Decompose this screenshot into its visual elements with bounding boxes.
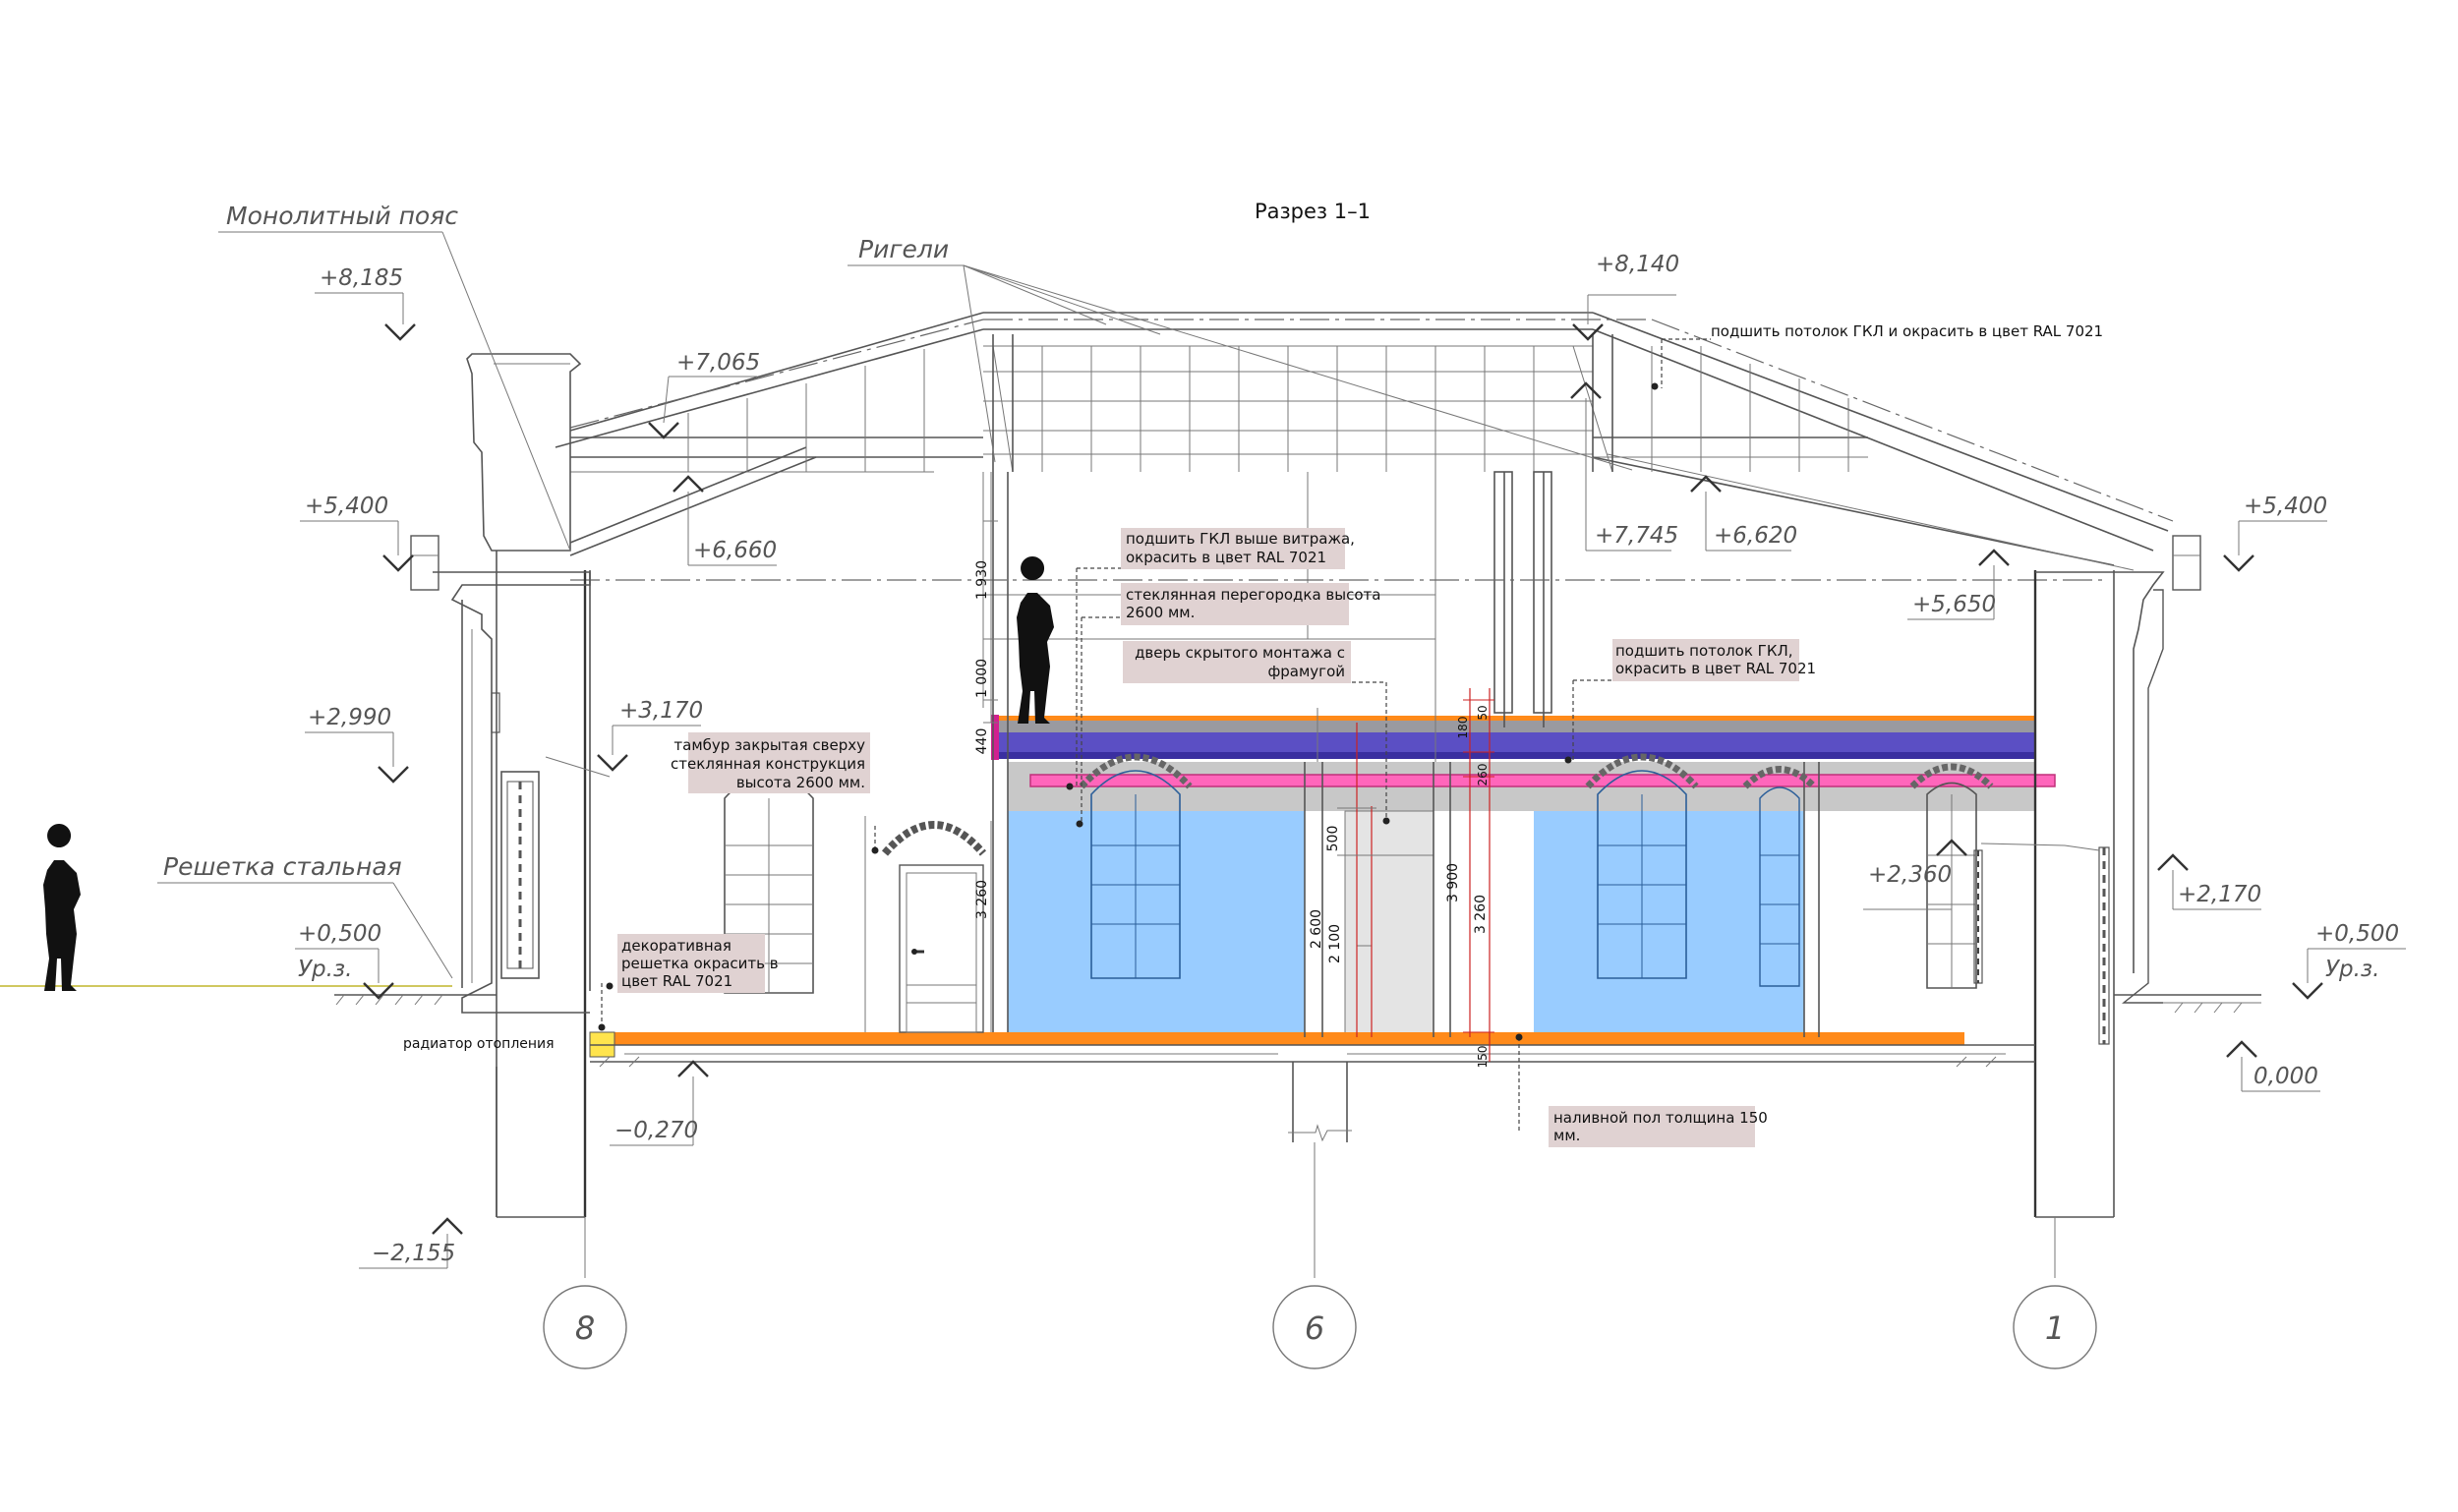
dim-3260-mid: 3 260	[1473, 895, 1489, 934]
dimension-lines	[983, 472, 1494, 1062]
level-7745: +7,745	[1595, 523, 1678, 549]
level-0500-right: +0,500	[2315, 921, 2399, 947]
window-3	[1742, 766, 1817, 987]
level-6620: +6,620	[1714, 523, 1797, 549]
note-vestibule-line1: тамбур закрытая сверху	[673, 736, 865, 754]
note-door-line1: дверь скрытого монтажа с	[1135, 644, 1345, 662]
roof-structure	[555, 312, 2169, 727]
label-radiator: радиатор отопления	[403, 1036, 555, 1052]
window-1	[1079, 753, 1193, 979]
dim-150: 150	[1476, 1046, 1490, 1069]
drawing-title: Разрез 1–1	[1255, 200, 1371, 223]
note-floor-line2: мм.	[1553, 1127, 1580, 1144]
level-5650: +5,650	[1912, 592, 1996, 617]
dim-3260-left: 3 260	[974, 880, 990, 919]
level-8185: +8,185	[320, 265, 403, 291]
level-2170: +2,170	[2178, 882, 2261, 907]
level-2990: +2,990	[308, 705, 391, 730]
level-minus-0270: −0,270	[614, 1118, 698, 1143]
note-ceiling-gkl-line1: подшить потолок ГКЛ,	[1615, 642, 1793, 660]
axis-6-circle	[1272, 1285, 1357, 1369]
ceiling-bands	[991, 715, 2056, 787]
note-door-line2: фрамугой	[1267, 663, 1345, 680]
dim-1000: 1 000	[974, 659, 990, 698]
dim-500: 500	[1325, 826, 1341, 852]
note-markers	[598, 382, 1659, 1041]
note-backgrounds	[617, 528, 1799, 1147]
note-vestibule-line3: высота 2600 мм.	[736, 774, 865, 791]
note-grate-line1: декоративная	[621, 937, 732, 955]
axis-8-circle	[543, 1285, 627, 1369]
note-ceiling-top: подшить потолок ГКЛ и окрасить в цвет RA…	[1711, 322, 2103, 340]
level-2360: +2,360	[1868, 862, 1952, 888]
grid-axes	[543, 1142, 2097, 1369]
level-6660: +6,660	[693, 538, 777, 563]
dim-260: 260	[1476, 764, 1490, 786]
note-grate-line3: цвет RAL 7021	[621, 972, 732, 990]
level-7065: +7,065	[676, 350, 760, 376]
level-5400-left: +5,400	[305, 494, 388, 519]
note-gkl-above-line2: окрасить в цвет RAL 7021	[1126, 549, 1326, 566]
level-3170: +3,170	[619, 698, 703, 724]
dim-180: 180	[1456, 717, 1470, 739]
note-glass-partition-line1: стеклянная перегородка высота	[1126, 586, 1380, 604]
ground-level-left: Ур.з.	[298, 957, 352, 982]
level-markers	[295, 292, 2406, 1269]
axis-1-circle	[2013, 1285, 2097, 1369]
leader-lines	[157, 231, 2100, 1131]
axis-label-6: 6	[1305, 1309, 1324, 1347]
note-vestibule-line2: стеклянная конструкция	[671, 755, 865, 773]
human-figure-icon	[1017, 556, 1054, 724]
label-steel-grate: Решетка стальная	[163, 852, 402, 881]
human-figure-icon	[43, 824, 81, 991]
dim-2600: 2 600	[1309, 909, 1324, 949]
note-floor-line1: наливной пол толщина 150	[1553, 1109, 1768, 1127]
level-0000: 0,000	[2253, 1064, 2318, 1089]
label-girders: Ригели	[858, 235, 949, 263]
axis-label-8: 8	[575, 1309, 595, 1347]
ground-level-right: Ур.з.	[2325, 957, 2379, 982]
dim-3900: 3 900	[1445, 863, 1461, 902]
dim-2100: 2 100	[1327, 924, 1343, 963]
label-monolithic-belt: Монолитный пояс	[226, 202, 458, 230]
axis-label-1: 1	[2045, 1309, 2065, 1347]
dim-1930: 1 930	[974, 560, 990, 600]
level-5400-right: +5,400	[2244, 494, 2327, 519]
level-0500-left: +0,500	[298, 921, 381, 947]
building-outline	[334, 353, 2261, 1218]
dim-440: 440	[974, 728, 990, 755]
note-ceiling-gkl-line2: окрасить в цвет RAL 7021	[1615, 660, 1816, 677]
vestibule	[864, 816, 987, 1033]
note-gkl-above-line1: подшить ГКЛ выше витража,	[1126, 530, 1355, 548]
note-grate-line2: решетка окрасить в	[621, 955, 779, 972]
window-2	[1585, 753, 1699, 979]
dim-50: 50	[1476, 705, 1490, 720]
partition-zone-fills	[1008, 762, 2035, 1038]
level-minus-2155: −2,155	[372, 1241, 455, 1266]
level-8140: +8,140	[1596, 252, 1679, 277]
note-glass-partition-line2: 2600 мм.	[1126, 604, 1195, 621]
